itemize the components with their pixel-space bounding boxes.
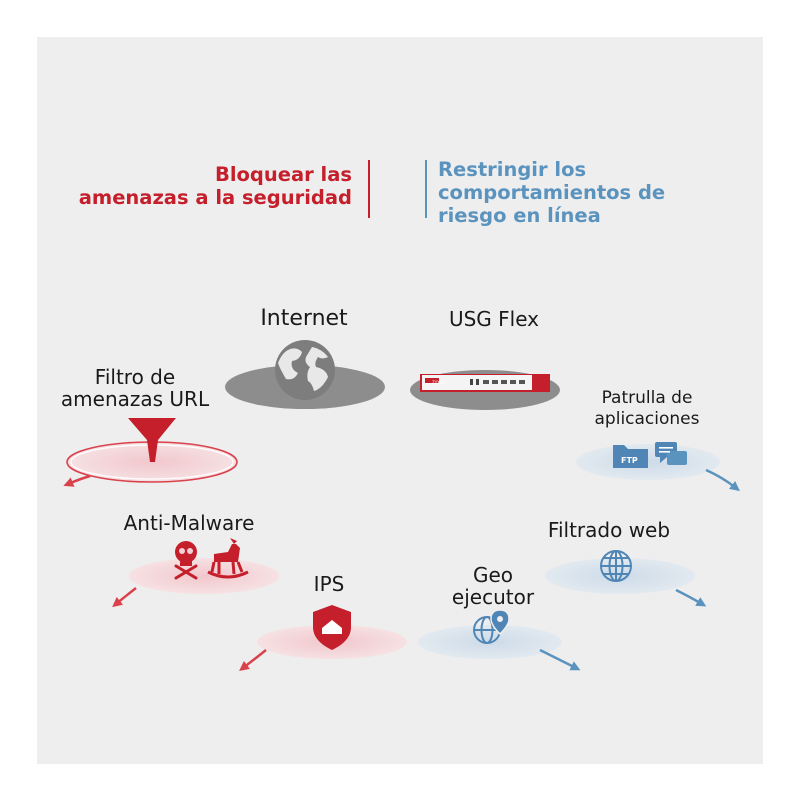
url-filter-node (63, 418, 238, 487)
title-right-line-3: riesgo en línea (438, 204, 601, 227)
ips-node (239, 605, 407, 672)
folder-icon (613, 445, 648, 468)
web-filter-label: Filtrado web (547, 518, 671, 542)
device-logo-text: ZYXEL (432, 380, 445, 385)
anti-malware-label: Anti-Malware (123, 511, 255, 535)
url-filter-label: Filtro de amenazas URL (61, 366, 209, 410)
ftp-label: FTP (621, 456, 638, 465)
internet-label: Internet (260, 306, 348, 331)
skull-icon (174, 541, 198, 580)
globe-icon (275, 340, 335, 400)
usg-flex-node (410, 370, 560, 410)
title-left-line-1: Bloquear las (214, 163, 352, 186)
shield-icon (313, 605, 351, 650)
geo-pin-icon (473, 609, 510, 644)
title-right-line-1: Restringir los (438, 158, 587, 181)
url-filter-label-line-2: amenazas URL (60, 387, 210, 411)
ips-label: IPS (313, 572, 345, 596)
title-block-threats: Bloquear las amenazas a la seguridad (79, 163, 352, 209)
web-globe-icon (600, 550, 632, 582)
internet-node (225, 340, 385, 409)
geo-enforcer-label-line-2: ejecutor (451, 585, 535, 609)
app-patrol-label-line-1: Patrulla de (601, 388, 693, 408)
app-patrol-label: Patrulla de aplicaciones (595, 388, 700, 430)
title-block-risky-behavior: Restringir los comportamientos de riesgo… (438, 158, 665, 227)
web-filter-node (545, 550, 707, 607)
firewall-device-icon (420, 374, 550, 392)
url-filter-label-line-1: Filtro de (94, 365, 176, 389)
app-patrol-node (576, 442, 740, 492)
title-divider-blue (425, 160, 427, 218)
title-right-line-2: comportamientos de (438, 181, 666, 204)
rocking-horse-icon (207, 538, 249, 579)
title-divider-red (368, 160, 370, 218)
funnel-icon (128, 418, 176, 462)
app-patrol-label-line-2: aplicaciones (594, 409, 700, 429)
chat-icon (655, 442, 687, 465)
geo-enforcer-label-line-1: Geo (472, 563, 514, 587)
geo-enforcer-label: Geo ejecutor (452, 564, 534, 608)
anti-malware-node (112, 538, 279, 608)
usg-flex-label: USG Flex (448, 307, 540, 331)
title-left-line-2: amenazas a la seguridad (78, 186, 352, 209)
geo-enforcer-node (418, 609, 581, 671)
